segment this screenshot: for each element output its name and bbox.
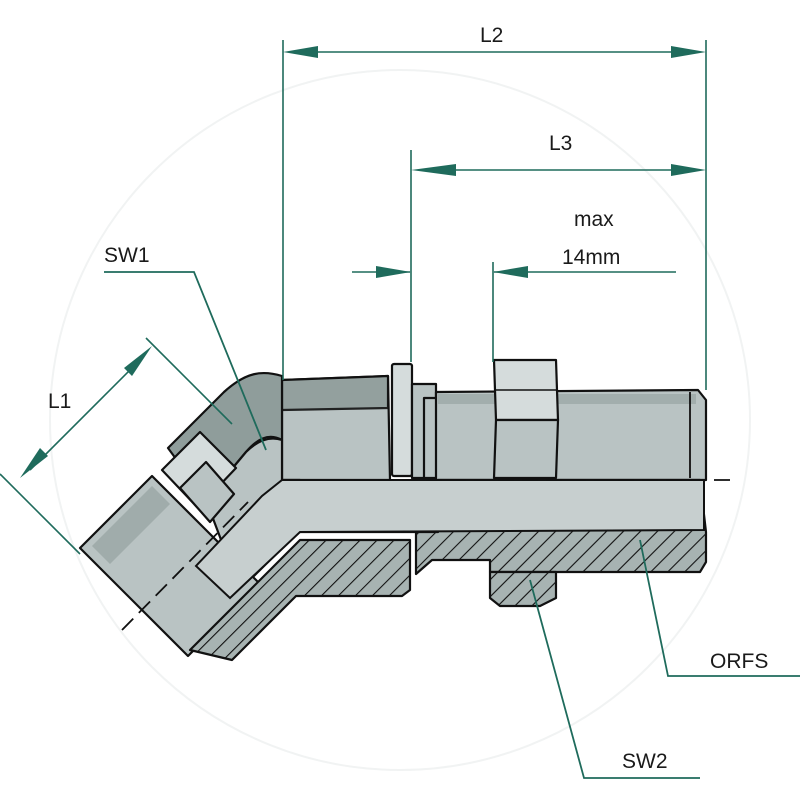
label-l2: L2 bbox=[480, 24, 503, 47]
leader-sw1 bbox=[104, 271, 267, 451]
dimension-l1 bbox=[0, 337, 233, 555]
label-sw2: SW2 bbox=[622, 750, 668, 773]
bore bbox=[194, 479, 705, 600]
label-l1: L1 bbox=[48, 390, 71, 413]
dimension-l2 bbox=[282, 40, 707, 390]
fitting-straight-body bbox=[280, 358, 708, 482]
dimension-max-14mm bbox=[352, 262, 676, 362]
label-14mm: 14mm bbox=[562, 246, 620, 269]
label-orfs: ORFS bbox=[710, 650, 768, 673]
leader-sw2 bbox=[529, 579, 700, 779]
dimension-l3 bbox=[410, 150, 706, 362]
watermark-circle bbox=[49, 69, 751, 771]
centerline-angled bbox=[121, 501, 249, 631]
leader-orfs bbox=[639, 539, 800, 677]
label-l3: L3 bbox=[549, 132, 572, 155]
label-sw1: SW1 bbox=[104, 244, 150, 267]
label-max: max bbox=[574, 208, 614, 231]
